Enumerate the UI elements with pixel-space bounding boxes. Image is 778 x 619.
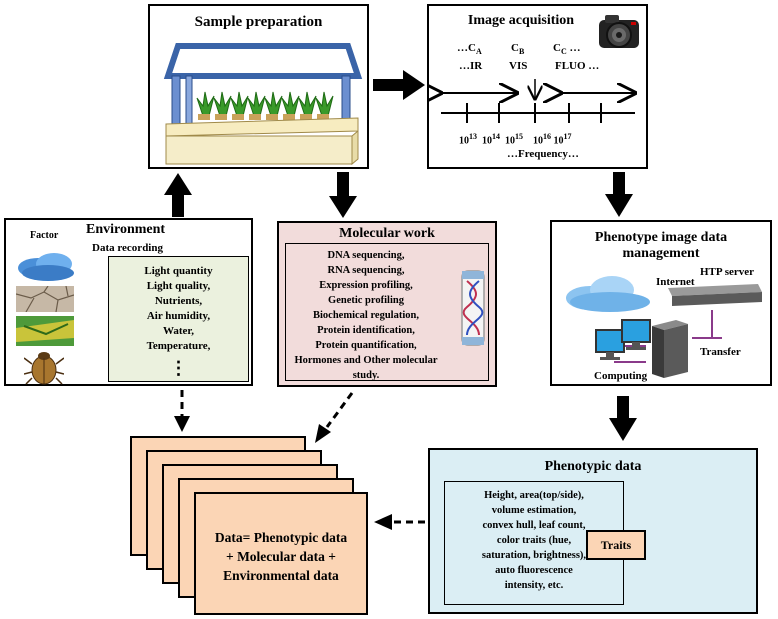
environment-data-list: Light quantity Light quality, Nutrients,… <box>108 256 249 382</box>
data-summary-line3: Environmental data <box>223 568 339 583</box>
management-title-line2: management <box>622 246 700 261</box>
env-item: Air humidity, <box>146 310 211 322</box>
phenotypic-item: convex hull, leaf count, <box>482 520 586 531</box>
arrow-prep-to-molecular <box>329 172 357 218</box>
env-more: ⋮ <box>169 358 188 378</box>
phenotypic-data-list: Height, area(top/side), volume estimatio… <box>444 481 624 605</box>
beetle-icon <box>24 352 64 385</box>
leaf-icon <box>16 316 74 346</box>
env-item: Light quantity <box>144 265 213 277</box>
phenotypic-item: auto fluorescence <box>495 565 573 576</box>
data-summary-line2: + Molecular data + <box>226 549 336 564</box>
data-recording-label: Data recording <box>92 242 163 254</box>
molecular-item: Genetic profiling <box>328 295 404 306</box>
frequency-label: …Frequency… <box>507 148 579 160</box>
htp-server-label: HTP server <box>700 266 755 278</box>
phenotypic-item: intensity, etc. <box>504 580 564 591</box>
arrow-acquisition-to-management <box>605 172 633 217</box>
sample-preparation-box: Sample preparation <box>148 4 369 169</box>
mode-fluo: FLUO … <box>555 60 600 72</box>
molecular-work-title: Molecular work <box>339 226 435 241</box>
phenotypic-item: Height, area(top/side), <box>484 490 584 501</box>
molecular-item: Protein quantification, <box>315 340 417 351</box>
phenotypic-item: volume estimation, <box>491 505 577 516</box>
arrow-management-to-phenotypic <box>609 396 637 441</box>
cloud-icon <box>18 253 74 281</box>
traits-badge: Traits <box>586 530 646 560</box>
factor-label: Factor <box>30 230 59 241</box>
arrow-prep-to-acquisition <box>373 70 425 100</box>
band-cb: CB <box>511 42 525 57</box>
env-item: Light quality, <box>146 280 211 292</box>
environment-title: Environment <box>86 222 166 237</box>
phenotype-management-title: Phenotype image data management <box>552 230 770 262</box>
band-cc: CC … <box>553 42 581 57</box>
molecular-item: RNA sequencing, <box>327 265 405 276</box>
monitor-icon-1 <box>595 329 625 360</box>
data-summary-card: Data= Phenotypic data + Molecular data +… <box>194 492 368 615</box>
molecular-item: Protein identification, <box>317 325 415 336</box>
dry-soil-icon <box>16 286 74 312</box>
env-item: Temperature, <box>146 340 211 352</box>
frequency-spectrum <box>429 79 646 123</box>
sample-preparation-title: Sample preparation <box>194 14 323 30</box>
image-acquisition-box: Image acquisition …CA CB CC … …IR VIS FL… <box>427 4 648 169</box>
molecular-item: Expression profiling, <box>319 280 413 291</box>
transfer-label: Transfer <box>700 346 741 358</box>
phenotypic-data-title: Phenotypic data <box>544 459 642 474</box>
mode-ir: …IR <box>459 60 483 72</box>
greenhouse-icon <box>163 43 363 166</box>
arrow-phenotypic-to-data <box>374 514 425 530</box>
arrow-environment-to-prep <box>164 173 192 217</box>
computing-label: Computing <box>594 370 648 382</box>
env-item: Nutrients, <box>154 295 203 307</box>
internet-label: Internet <box>656 276 695 288</box>
env-item: Water, <box>162 325 195 337</box>
arrow-environment-to-data <box>174 390 190 432</box>
phenotypic-item: color traits (hue, <box>496 535 572 546</box>
data-summary-text: Data= Phenotypic data + Molecular data +… <box>196 528 366 585</box>
phenotype-management-box: Phenotype image data management Internet… <box>550 220 772 386</box>
dna-tube-icon <box>461 270 485 346</box>
internet-cloud-icon <box>566 276 650 312</box>
molecular-item: Hormones and Other molecular <box>294 355 438 366</box>
camera-icon <box>599 15 639 48</box>
molecular-work-list: DNA sequencing, RNA sequencing, Expressi… <box>285 243 489 381</box>
phenotypic-data-box: Phenotypic data Height, area(top/side), … <box>428 448 758 614</box>
management-title-line1: Phenotype image data <box>594 230 728 245</box>
tower-computer-icon <box>652 320 688 378</box>
arrow-molecular-to-data <box>315 392 354 443</box>
image-acquisition-title: Image acquisition <box>467 13 575 28</box>
server-icon <box>668 284 762 306</box>
data-summary-line1: Data= Phenotypic data <box>214 530 348 545</box>
molecular-work-box: Molecular work DNA sequencing, RNA seque… <box>277 221 497 387</box>
molecular-item: DNA sequencing, <box>327 250 405 261</box>
frequency-ticks: 1013 1014 1015 1016 1017 <box>459 132 572 147</box>
band-ca: …CA <box>457 42 482 57</box>
molecular-item: Biochemical regulation, <box>313 310 419 321</box>
phenotypic-item: saturation, brightness), <box>481 550 587 561</box>
molecular-item: study. <box>352 370 380 381</box>
monitor-icon-2 <box>621 319 651 350</box>
environment-box: Environment Factor Data recording Light … <box>4 218 253 386</box>
mode-vis: VIS <box>509 60 528 72</box>
